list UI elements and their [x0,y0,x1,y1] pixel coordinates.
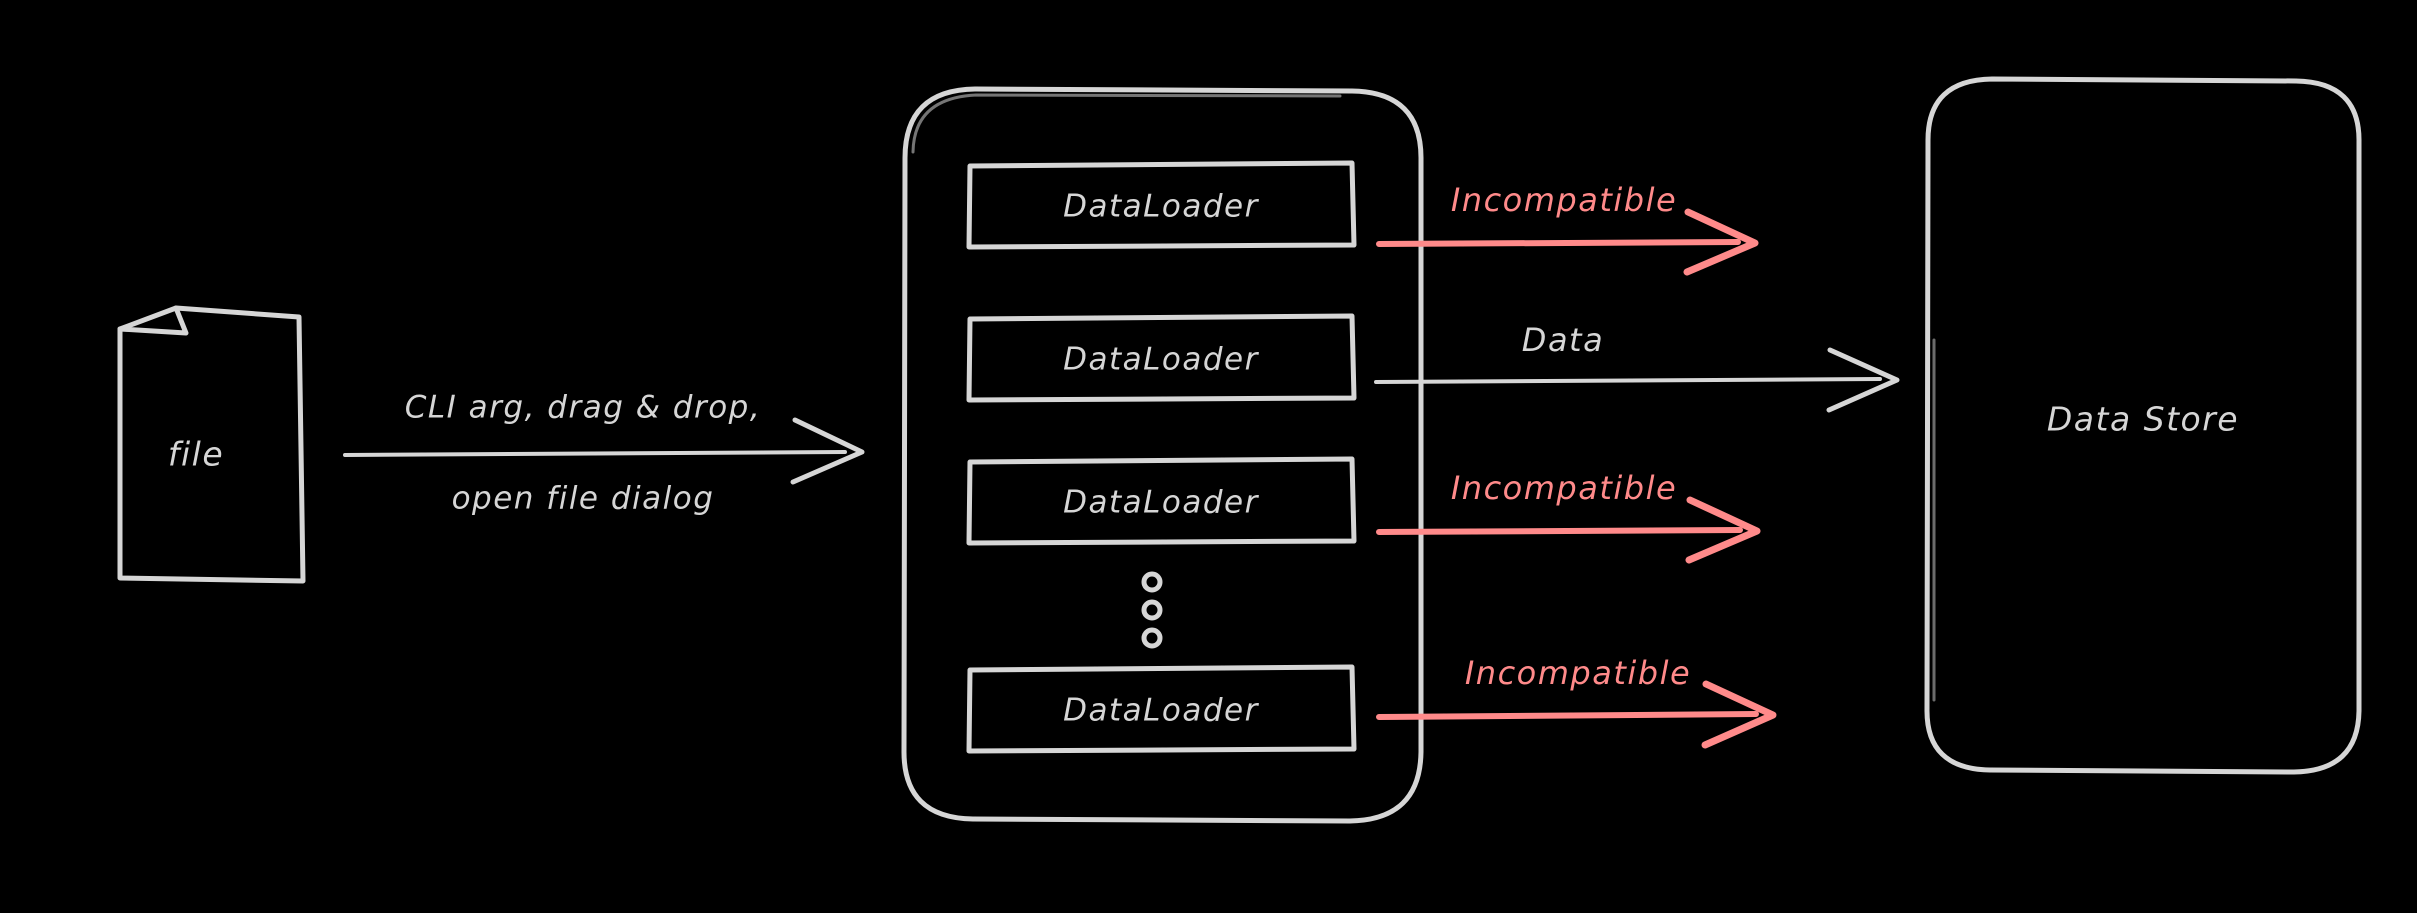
data-store-label: Data Store [2047,400,2239,439]
dataloader-label: DataLoader [1063,189,1260,225]
file-document-icon[interactable] [117,305,306,584]
dataloader-label: DataLoader [1063,342,1260,378]
edge-label-incompatible: Incompatible [1451,181,1677,219]
dataloader-box[interactable] [966,160,1357,250]
dataloader-label: DataLoader [1063,485,1260,521]
edge-label-incompatible: Incompatible [1451,469,1677,507]
dataloader-box[interactable] [966,313,1357,403]
edge-incompatible-2 [1376,496,1761,564]
ingest-arrow-label-top: CLI arg, drag & drop, [405,390,761,426]
ingest-arrow-label-bottom: open file dialog [452,481,715,517]
dataloader-label: DataLoader [1063,693,1260,729]
dataloader-box[interactable] [966,456,1357,546]
edge-incompatible-3 [1376,680,1777,749]
file-label: file [168,435,224,474]
vertical-ellipsis-icon [1141,571,1163,649]
dataloader-box[interactable] [966,664,1357,754]
data-store-box[interactable] [1924,76,2362,775]
edge-label-data: Data [1522,321,1604,359]
edge-incompatible-1 [1376,208,1759,276]
loader-group-container[interactable] [901,86,1424,824]
edge-data [1374,347,1900,413]
edge-label-incompatible: Incompatible [1465,654,1691,692]
ingest-arrow [343,417,865,485]
